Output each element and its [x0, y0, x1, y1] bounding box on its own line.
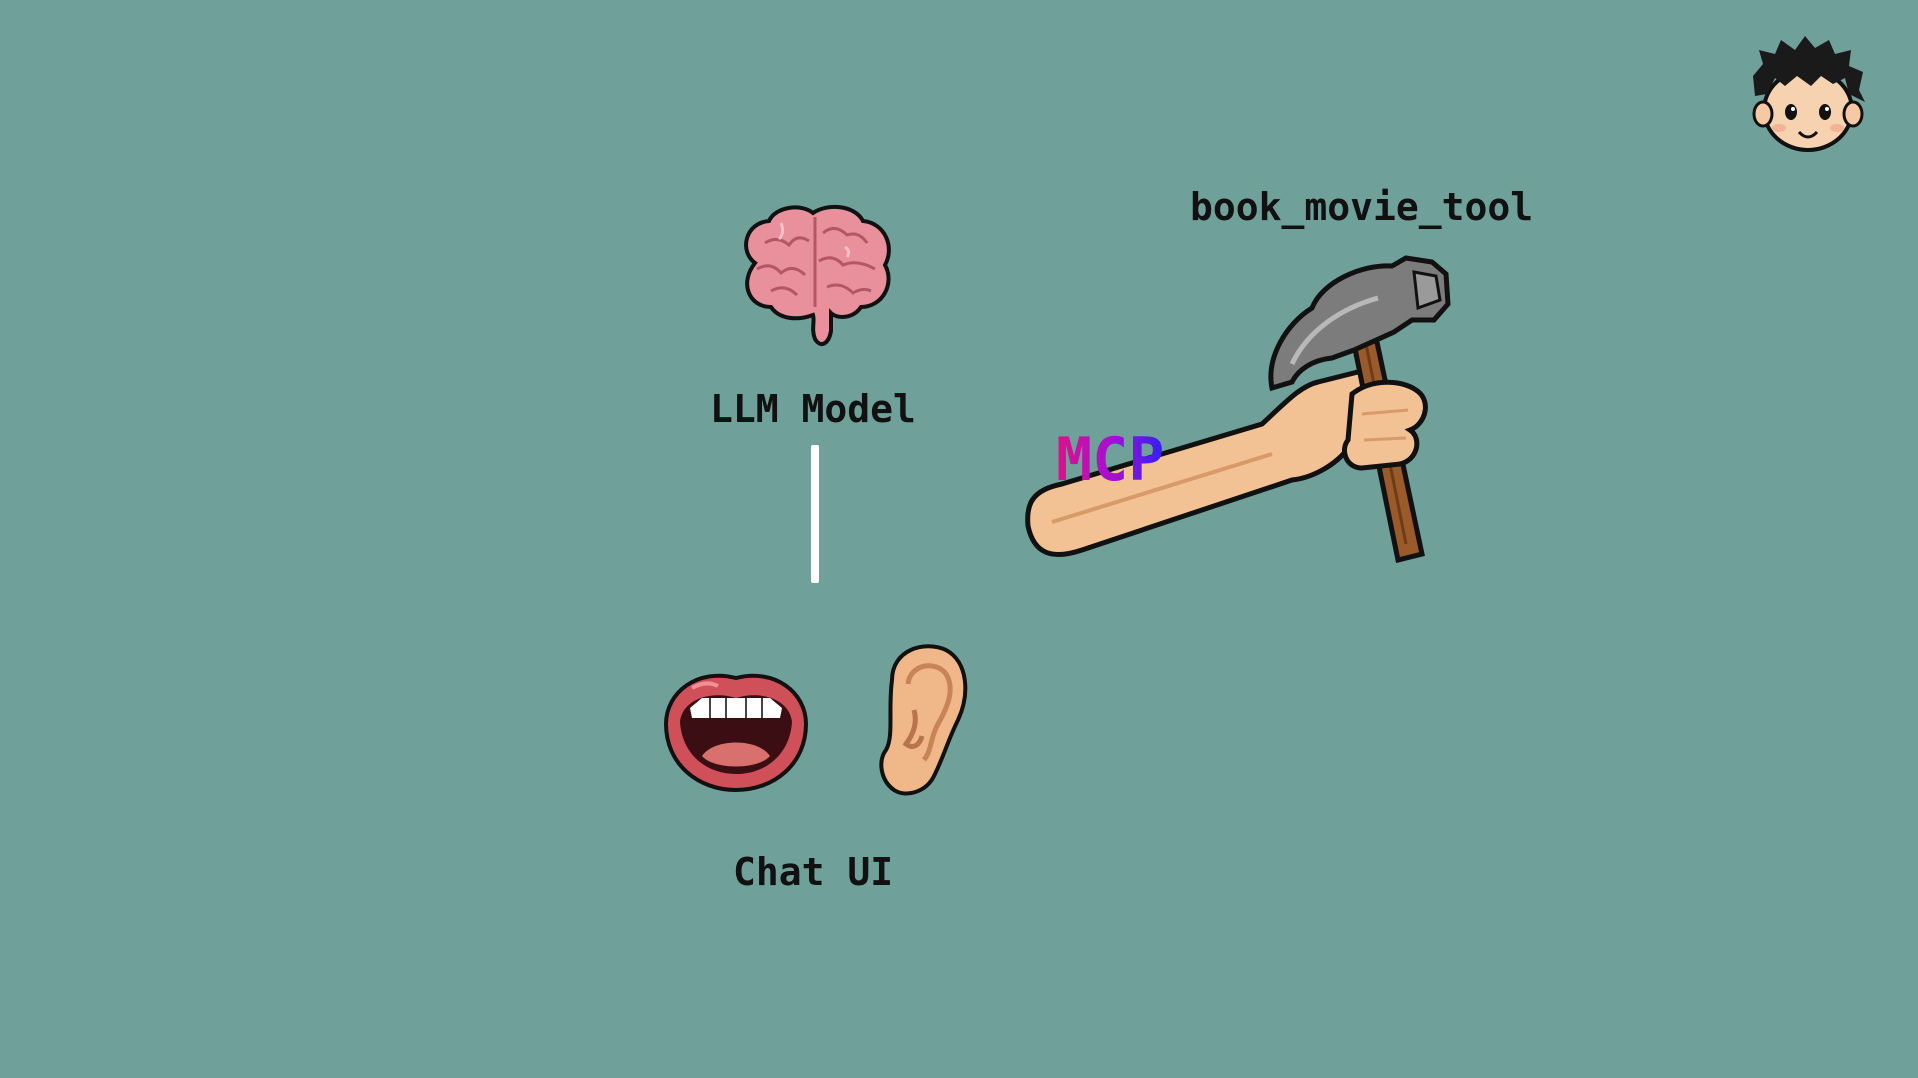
- brain-icon: [744, 204, 891, 347]
- tool-label: book_movie_tool: [1190, 185, 1534, 229]
- boy-avatar-icon: [1752, 36, 1865, 152]
- chat-ear: [874, 640, 970, 800]
- tool-arm-hammer: [1022, 254, 1458, 608]
- arm-holding-hammer-icon: [1025, 255, 1451, 564]
- llm-node-icon: [735, 203, 895, 349]
- mcp-label: MCP: [1056, 425, 1165, 495]
- ear-icon: [879, 644, 968, 796]
- chat-mouth: [662, 658, 810, 794]
- mouth-icon: [663, 673, 809, 793]
- avatar: [1745, 36, 1871, 156]
- llm-model-label: LLM Model: [710, 387, 916, 431]
- llm-chat-connector: [811, 445, 819, 583]
- chat-ui-label: Chat UI: [733, 850, 894, 894]
